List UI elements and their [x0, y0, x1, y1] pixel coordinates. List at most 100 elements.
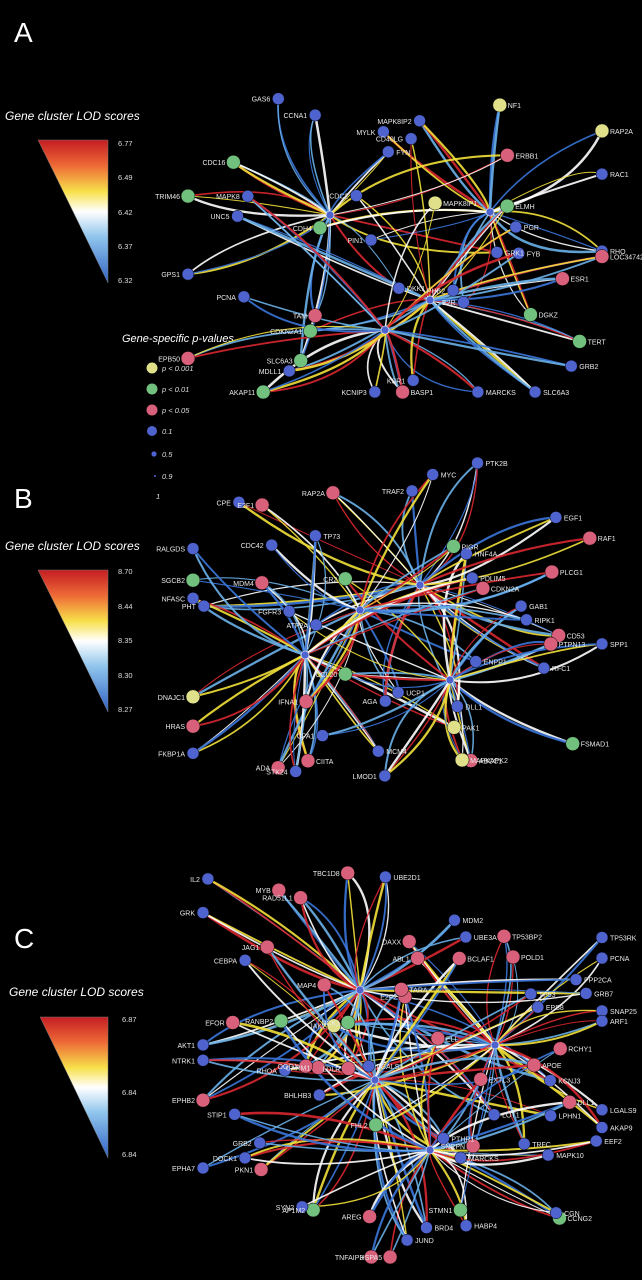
network-edge: [418, 119, 492, 213]
gene-label: UCP1: [406, 690, 425, 697]
gene-node: [238, 954, 252, 967]
network-edge: [384, 679, 452, 777]
gene-node: [562, 1094, 577, 1110]
gene-node: [528, 385, 542, 399]
network-edge: [262, 329, 386, 393]
network-edge: [309, 114, 331, 216]
gene-node: [531, 1000, 545, 1014]
network-c: LPHN1LGALS9CCNG2KCNJ3MARCKSAKAP9CGNLOT1P…: [172, 865, 637, 1265]
gene-label: MYB: [256, 888, 272, 895]
gene-label: EPB50: [158, 356, 180, 363]
gene-node: [196, 1038, 210, 1052]
network-edge: [233, 161, 331, 216]
gene-node: [413, 114, 426, 128]
network-edge: [374, 957, 461, 1081]
gene-label: STMN1: [429, 1208, 453, 1215]
network-edge: [370, 1149, 431, 1258]
gene-node: [186, 592, 200, 605]
gene-node: [392, 281, 406, 295]
network-edge: [346, 872, 361, 991]
gene-node: [379, 694, 392, 708]
network-edge: [383, 679, 452, 777]
gene-node: [448, 913, 461, 927]
network-edge: [304, 654, 379, 752]
network-edge: [419, 516, 557, 586]
gene-node: [181, 267, 195, 281]
gene-label: RAD51L1: [262, 896, 292, 903]
network-edge: [354, 876, 386, 991]
gene-node: [303, 323, 318, 339]
gene-node: [372, 744, 385, 758]
gene-node: [405, 484, 419, 498]
gene-node: [404, 132, 418, 145]
network-edge: [312, 1079, 376, 1211]
network-edge: [232, 161, 331, 217]
gene-node: [595, 1121, 609, 1134]
lod-tick: 6.77: [118, 139, 133, 148]
gene-label: FGFR3: [258, 609, 281, 616]
gene-node: [253, 1162, 269, 1177]
network-edge: [429, 255, 603, 301]
network-edge: [449, 643, 603, 684]
gene-label: RAC1: [610, 172, 629, 179]
gene-node: [595, 167, 609, 181]
network-edge: [192, 547, 306, 656]
network-edge: [347, 1021, 496, 1047]
gene-label: EPHB2: [172, 1098, 195, 1105]
network-edge: [202, 988, 361, 1046]
network-edge: [449, 679, 474, 761]
network-edge: [333, 1022, 496, 1047]
gene-node: [509, 220, 523, 234]
lod-gradient-wedge: [37, 139, 109, 284]
network-edge: [429, 1140, 597, 1162]
network-edge: [374, 1079, 428, 1228]
gene-label: NCK1: [321, 1020, 340, 1027]
gene-label: PTK2B: [486, 461, 509, 468]
gene-node: [298, 1058, 313, 1074]
network-edge: [244, 1149, 431, 1165]
gene-node: [541, 1148, 555, 1162]
gene-label: TARA: [409, 987, 427, 994]
gene-node: [410, 951, 425, 966]
lod-legend-b: Gene cluster LOD scores 8.70 8.44 8.35 8…: [5, 539, 140, 714]
gene-label: PHB2: [427, 288, 445, 295]
network-edge: [304, 587, 484, 656]
gene-label: MYLK: [356, 130, 375, 137]
gene-label: ATP2A: [286, 623, 308, 630]
network-edge: [494, 1044, 603, 1129]
gene-label: SPP1: [610, 642, 628, 649]
gene-label: OGG1: [277, 1064, 297, 1071]
gene-label: MAPKAPK2: [470, 758, 508, 765]
network-edge: [374, 1063, 535, 1082]
gene-label: DGKZ: [539, 313, 559, 320]
network-edge: [429, 1149, 549, 1166]
network-edge: [418, 462, 479, 586]
gene-label: DKK1: [407, 286, 425, 293]
gene-label: NFASC: [162, 596, 185, 603]
gene-label: RAF1: [598, 536, 616, 543]
gene-node: [196, 1054, 210, 1067]
gene-node: [471, 385, 485, 399]
gene-node: [400, 1233, 414, 1247]
gene-label: LOC347422: [610, 255, 642, 262]
network-edge: [333, 1024, 496, 1053]
network-edge: [288, 610, 451, 681]
network-edge: [247, 195, 386, 331]
network-edge: [359, 546, 454, 611]
gene-label: NTRK1: [172, 1058, 195, 1065]
gene-node: [377, 125, 390, 139]
lod-tick: 6.49: [118, 173, 133, 182]
gene-label: PDLIM5: [480, 576, 505, 583]
network-edge: [303, 535, 317, 656]
legend-label: p < 0.001: [161, 364, 194, 373]
gene-label: PIN1: [347, 238, 363, 245]
gene-label: PAK1: [462, 725, 479, 732]
network-edge: [266, 946, 376, 1081]
gene-node: [465, 571, 479, 585]
gene-node: [451, 700, 464, 713]
gene-label: UBE3A: [474, 935, 497, 942]
network-edge: [429, 1149, 560, 1219]
network-edge: [374, 1057, 535, 1082]
network-edge: [192, 609, 361, 698]
gene-node: [595, 1103, 609, 1117]
